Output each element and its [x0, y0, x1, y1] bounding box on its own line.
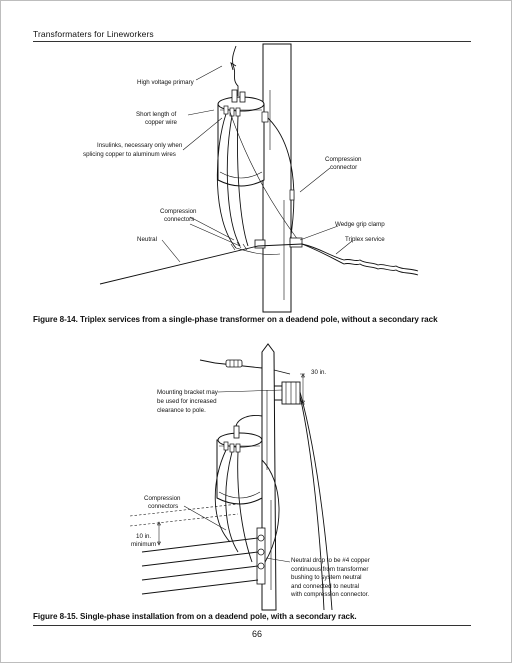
label-compression-1: Compression	[144, 495, 181, 502]
figure-8-15-leaders	[183, 389, 291, 563]
label-mounting-2: be used for increased	[157, 398, 217, 405]
figure-8-14-illustration: High voltage primary Short length of cop…	[83, 43, 419, 313]
label-compression-connector-1: Compression	[325, 156, 362, 163]
label-compression-2: connectors	[148, 503, 178, 510]
label-neutral-drop-3: bushing to system neutral	[291, 574, 362, 581]
label-wedge-grip-clamp: Wedge grip clamp	[335, 221, 385, 228]
label-30-in: 30 in.	[311, 369, 326, 376]
label-short-length-1: Short length of	[136, 111, 177, 118]
label-insulinks-1: Insulinks, necessary only when	[97, 142, 183, 149]
figure-8-15: 30 in. Mounting bracket may be used for …	[0, 330, 514, 625]
pole	[262, 43, 292, 313]
figure-8-14-leaders	[161, 65, 353, 263]
label-short-length-2: copper wire	[145, 119, 178, 126]
label-neutral-drop-1: Neutral drop to be #4 copper	[291, 557, 370, 564]
label-compression-connectors-1: Compression	[160, 208, 197, 215]
connectors	[230, 237, 303, 251]
caption-figure-8-15: Figure 8-15. Single-phase installation f…	[33, 612, 357, 621]
primary-wire	[230, 45, 239, 96]
primary-hardware	[199, 359, 291, 375]
label-mounting-1: Mounting bracket may	[157, 389, 219, 396]
label-neutral: Neutral	[137, 236, 157, 243]
dimension-30-in	[300, 373, 305, 405]
spool-rack	[256, 527, 266, 585]
secondary-rack	[274, 381, 333, 611]
transformer	[217, 89, 269, 187]
label-compression-connector-2: connector	[330, 164, 357, 171]
label-neutral-drop-4: and connected to neutral	[291, 583, 359, 590]
page-number: 66	[251, 629, 262, 639]
service-wires	[129, 503, 259, 595]
header-rule	[33, 41, 471, 42]
label-mounting-3: clearance to pole.	[157, 407, 206, 414]
label-neutral-drop-2: continuous from transformer	[291, 566, 368, 573]
secondary-drops	[214, 449, 280, 571]
label-neutral-drop-5: with compression connector.	[290, 591, 369, 598]
label-10-in-1: 10 in.	[136, 533, 151, 540]
transformer	[216, 415, 263, 505]
figure-8-15-illustration: 30 in. Mounting bracket may be used for …	[129, 343, 370, 611]
secondary-leads	[216, 111, 299, 249]
label-compression-connectors-2: connectors	[164, 216, 194, 223]
service-wires	[99, 243, 419, 285]
label-triplex-service: Triplex service	[345, 236, 385, 243]
footer-rule	[33, 625, 471, 626]
caption-figure-8-14: Figure 8-14. Triplex services from a sin…	[33, 315, 438, 324]
label-10-in-2: minimum	[131, 541, 156, 548]
running-header: Transformaters for Lineworkers	[33, 29, 154, 39]
dimension-10-in	[157, 521, 161, 546]
label-insulinks-2: splicing copper to aluminum wires	[83, 151, 176, 158]
figure-8-14: High voltage primary Short length of cop…	[0, 0, 514, 330]
label-high-voltage-primary: High voltage primary	[137, 79, 195, 86]
